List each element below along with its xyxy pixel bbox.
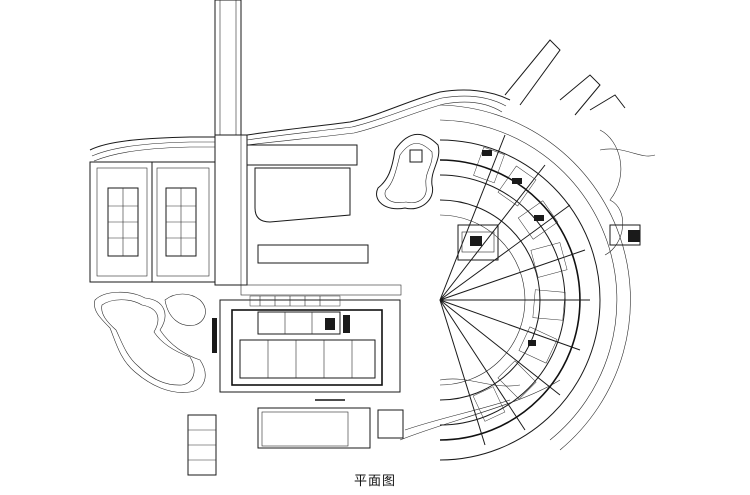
drawing-caption: 平面图 — [353, 474, 396, 489]
landscape-edge — [89, 89, 511, 162]
central-plaza — [240, 144, 402, 296]
west-landscape — [94, 291, 217, 476]
curved-wing — [399, 39, 656, 461]
north-corridor — [214, 0, 248, 286]
pond — [376, 133, 440, 210]
south-building — [212, 295, 404, 449]
tennis-courts — [89, 161, 216, 283]
